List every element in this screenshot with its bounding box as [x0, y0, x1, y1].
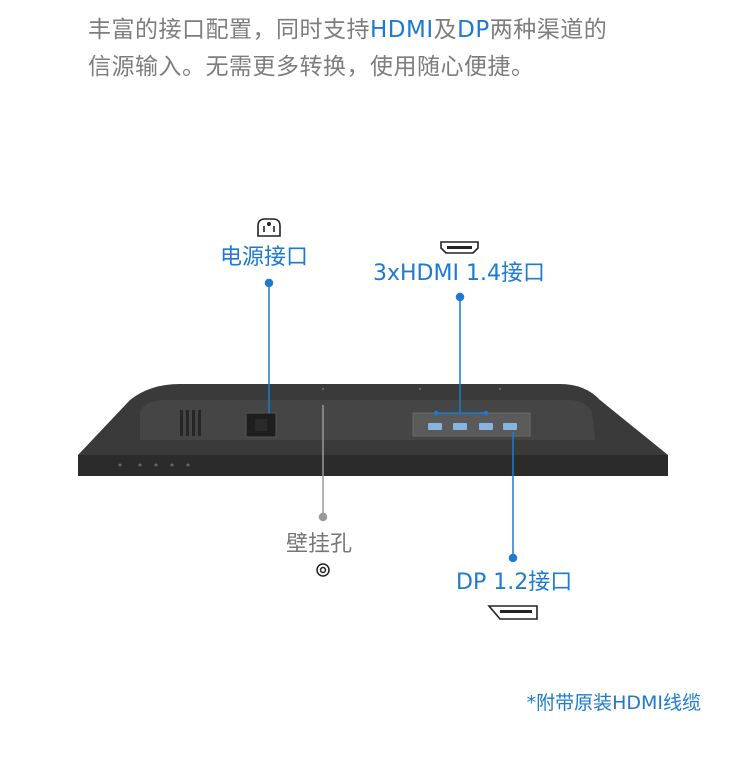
monitor-back — [78, 384, 668, 476]
intro-hdmi: HDMI — [370, 17, 434, 43]
intro-line1-a: 丰富的接口配置，同时支持 — [88, 17, 370, 43]
wall-mount-label: 壁挂孔 — [286, 532, 353, 557]
intro-line1-c: 两种渠道的 — [489, 17, 608, 43]
power-socket-icon — [257, 218, 281, 237]
displayport-icon — [487, 605, 538, 620]
intro-text: 丰富的接口配置，同时支持HDMI及DP两种渠道的 信源输入。无需更多转换，使用随… — [88, 12, 607, 86]
hdmi-port-icon — [440, 241, 479, 254]
power-port-label: 电源接口 — [220, 245, 309, 270]
intro-line2: 信源输入。无需更多转换，使用随心便捷。 — [88, 54, 535, 80]
dp-port-label: DP 1.2接口 — [456, 570, 573, 595]
wall-mount-icon — [316, 563, 330, 577]
hdmi-port-label: 3xHDMI 1.4接口 — [373, 261, 545, 286]
intro-dp: DP — [457, 17, 490, 43]
intro-line1-b: 及 — [433, 17, 458, 43]
footnote: *附带原装HDMI线缆 — [526, 692, 701, 714]
